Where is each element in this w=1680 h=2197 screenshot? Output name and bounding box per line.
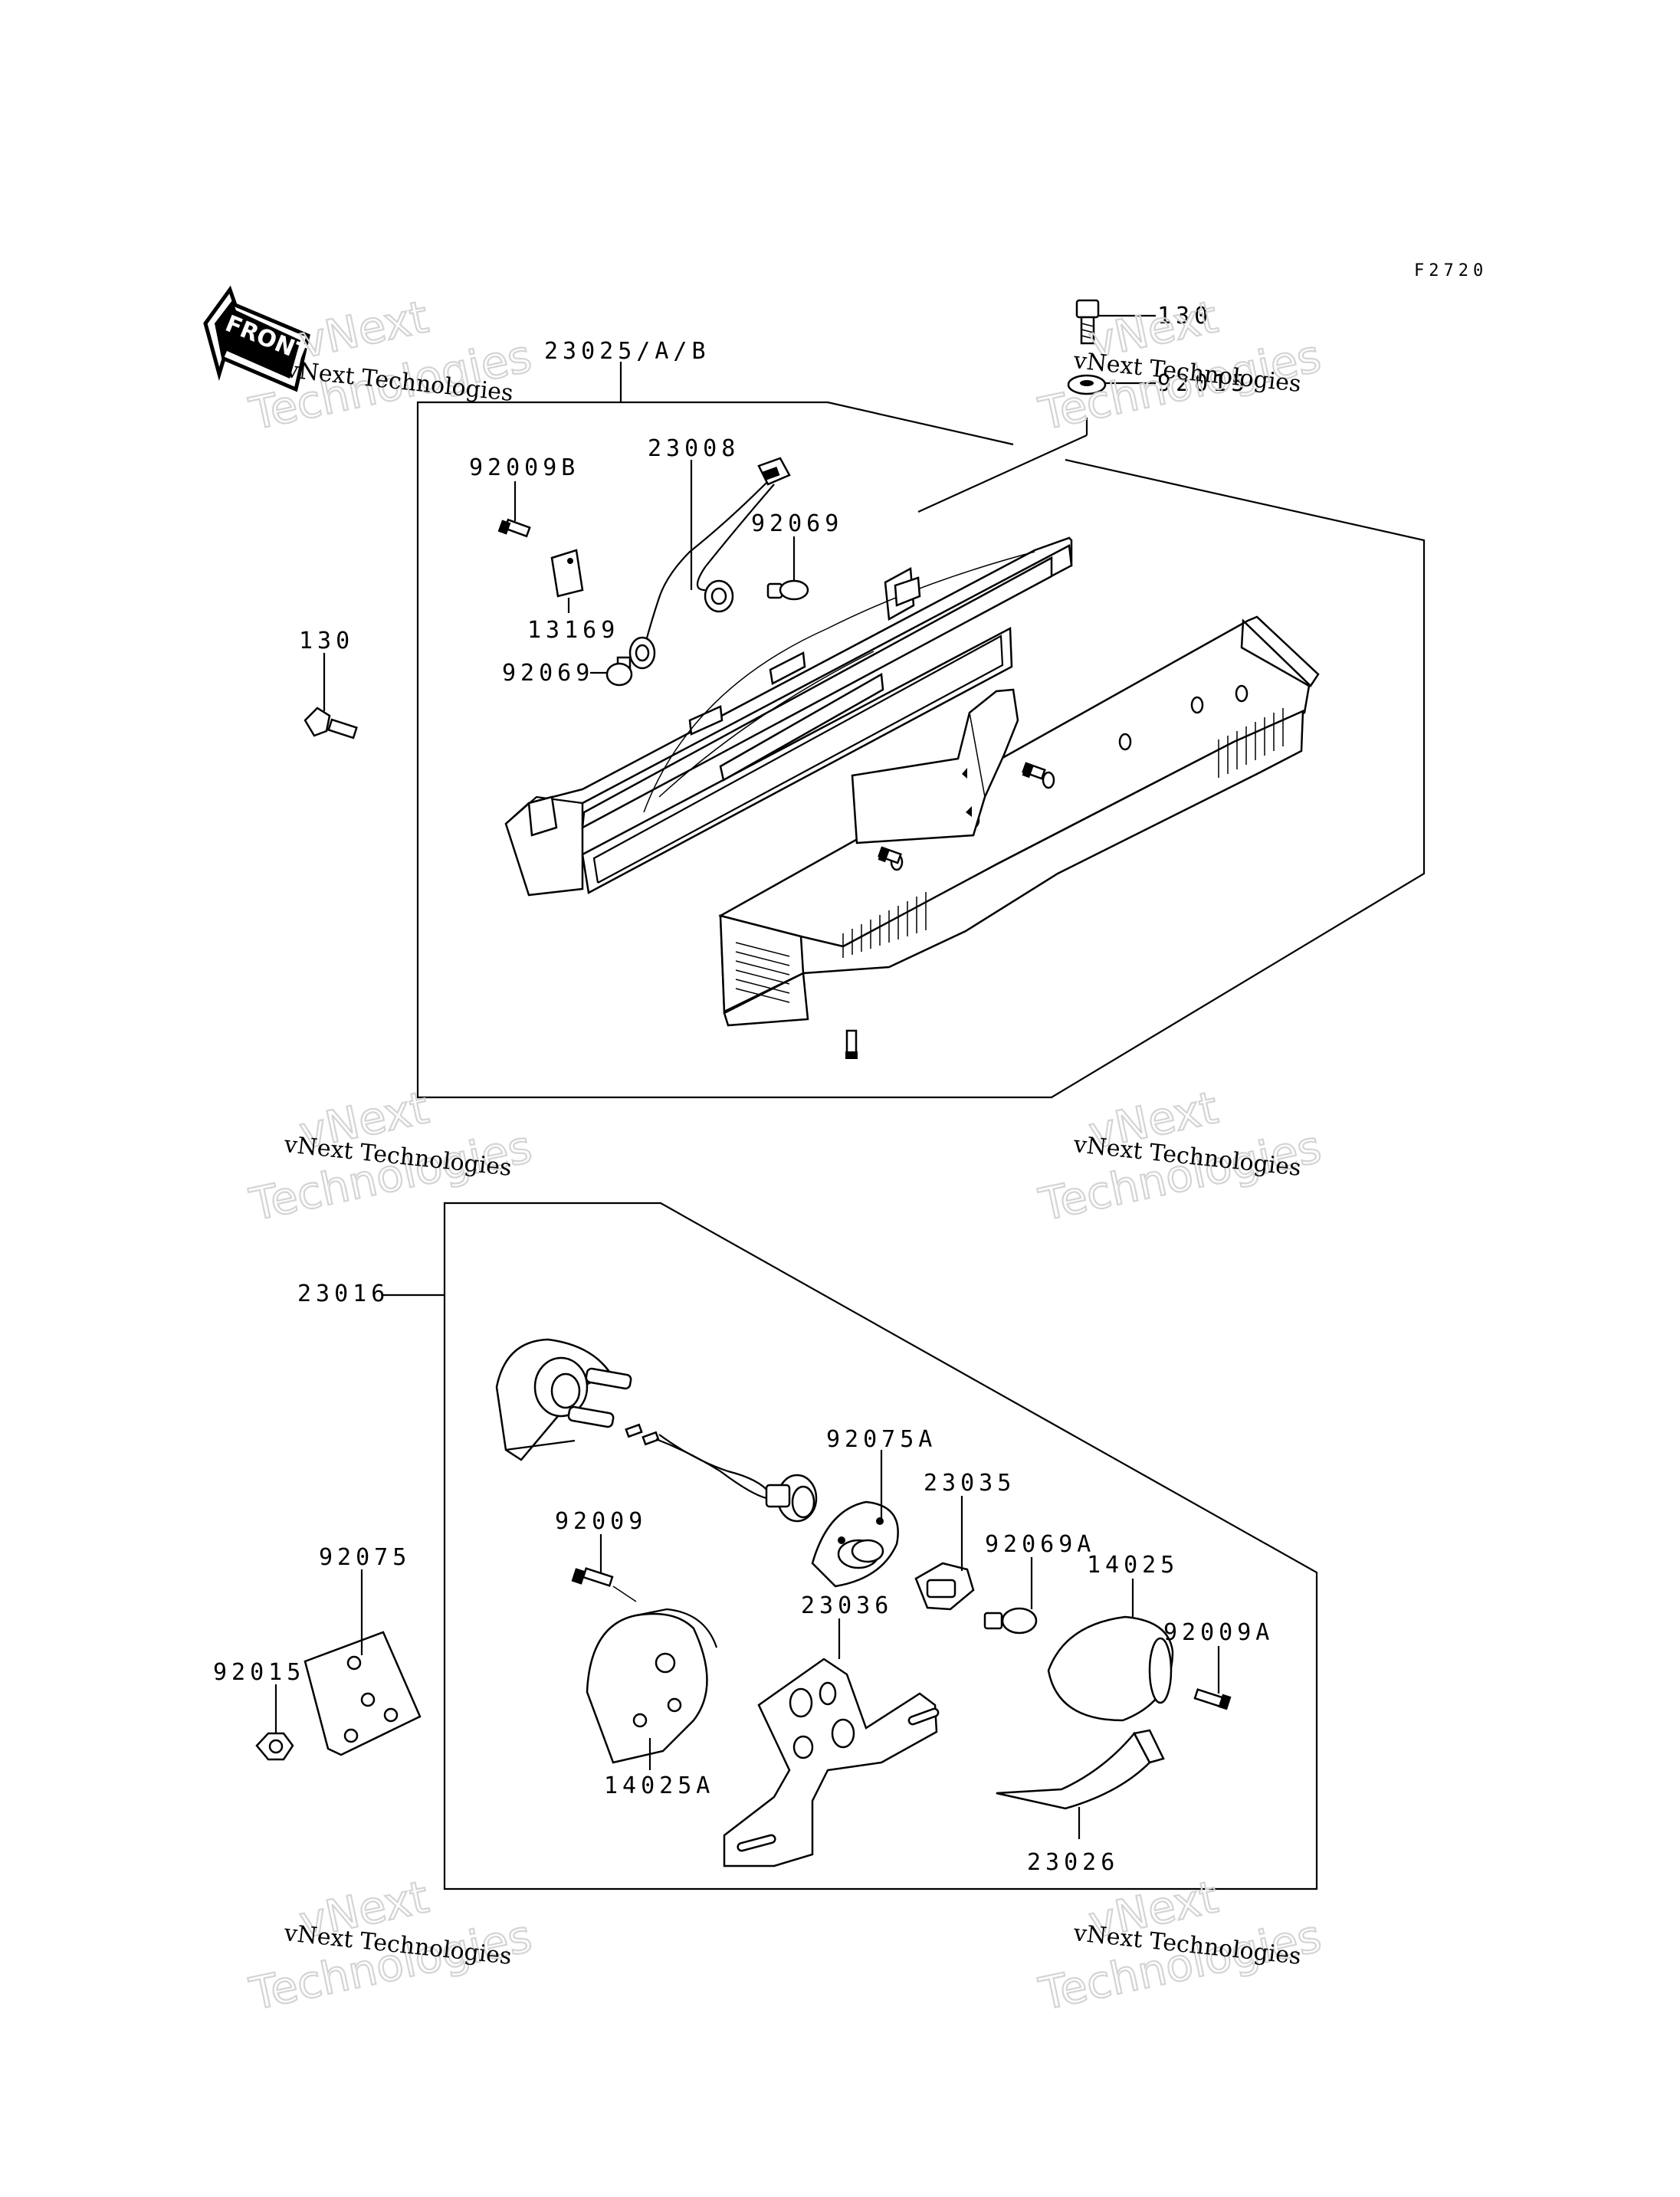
plate-13169-part bbox=[550, 549, 584, 613]
lower-assembly-frame bbox=[382, 1202, 1318, 1890]
label-23035: 23035 bbox=[924, 1470, 1016, 1497]
label-23026: 23026 bbox=[1027, 1849, 1119, 1876]
sheet-code: F2720 bbox=[1414, 261, 1488, 280]
socket-92075A-part bbox=[811, 1450, 899, 1588]
lens-14025-part bbox=[1047, 1579, 1174, 1722]
socket-wire-part bbox=[625, 1423, 818, 1523]
label-92075A: 92075A bbox=[826, 1426, 937, 1453]
holder-23035-part bbox=[914, 1496, 975, 1611]
label-23008: 23008 bbox=[648, 435, 740, 462]
label-130-top: 130 bbox=[1157, 303, 1212, 330]
lens-screw-c bbox=[845, 1029, 858, 1059]
case-14025A-part bbox=[586, 1608, 718, 1770]
band-23026-part bbox=[996, 1729, 1165, 1839]
nut-92015-part bbox=[255, 1684, 294, 1761]
tail-light-housing-part bbox=[504, 536, 1073, 897]
watermark-top-right: vNext Technologies bbox=[1033, 290, 1326, 441]
bracket-23036-part bbox=[723, 1618, 940, 1867]
label-92069A: 92069A bbox=[985, 1531, 1095, 1558]
bolt-130-top-part bbox=[1075, 299, 1156, 345]
wiring-harness-23008-part bbox=[628, 457, 791, 670]
lens-screw-a bbox=[1022, 762, 1046, 780]
tail-light-lens-part bbox=[718, 615, 1320, 1027]
label-130-left: 130 bbox=[299, 628, 354, 654]
label-92069-right: 92069 bbox=[751, 510, 843, 537]
reflector-plate-part bbox=[851, 688, 1019, 844]
screw-92009B-part bbox=[497, 481, 531, 538]
lens-ribbing-right bbox=[1218, 708, 1284, 778]
license-light-housing-part bbox=[495, 1338, 632, 1461]
screw-92009-part bbox=[571, 1534, 637, 1602]
label-92009A: 92009A bbox=[1163, 1619, 1274, 1646]
lens-ribbing-mid bbox=[842, 892, 927, 958]
label-92015-top: 92015 bbox=[1157, 370, 1249, 397]
lens-ribbing-left bbox=[735, 942, 790, 1003]
label-23016: 23016 bbox=[297, 1280, 389, 1307]
label-13169: 13169 bbox=[527, 617, 619, 644]
bulb-92069-left-part bbox=[590, 656, 633, 687]
label-92015: 92015 bbox=[213, 1659, 305, 1686]
lens-screw-b bbox=[878, 846, 902, 864]
label-92009: 92009 bbox=[555, 1508, 647, 1535]
label-14025: 14025 bbox=[1087, 1552, 1179, 1579]
label-23025: 23025/A/B bbox=[544, 338, 710, 365]
upper-assembly-frame bbox=[416, 362, 1426, 1099]
screw-92009A-part bbox=[1193, 1646, 1232, 1710]
washer-92015-top-part bbox=[1067, 374, 1156, 395]
bolt-130-left-part bbox=[304, 653, 358, 739]
damper-92075-part bbox=[304, 1569, 422, 1756]
label-14025A: 14025A bbox=[604, 1772, 714, 1799]
bulb-92069-right-part bbox=[766, 536, 809, 601]
label-92009B: 92009B bbox=[469, 454, 579, 481]
label-92075: 92075 bbox=[319, 1544, 411, 1571]
label-92069-left: 92069 bbox=[502, 660, 594, 687]
label-23036: 23036 bbox=[801, 1592, 893, 1619]
bulb-92069A-part bbox=[983, 1557, 1038, 1635]
